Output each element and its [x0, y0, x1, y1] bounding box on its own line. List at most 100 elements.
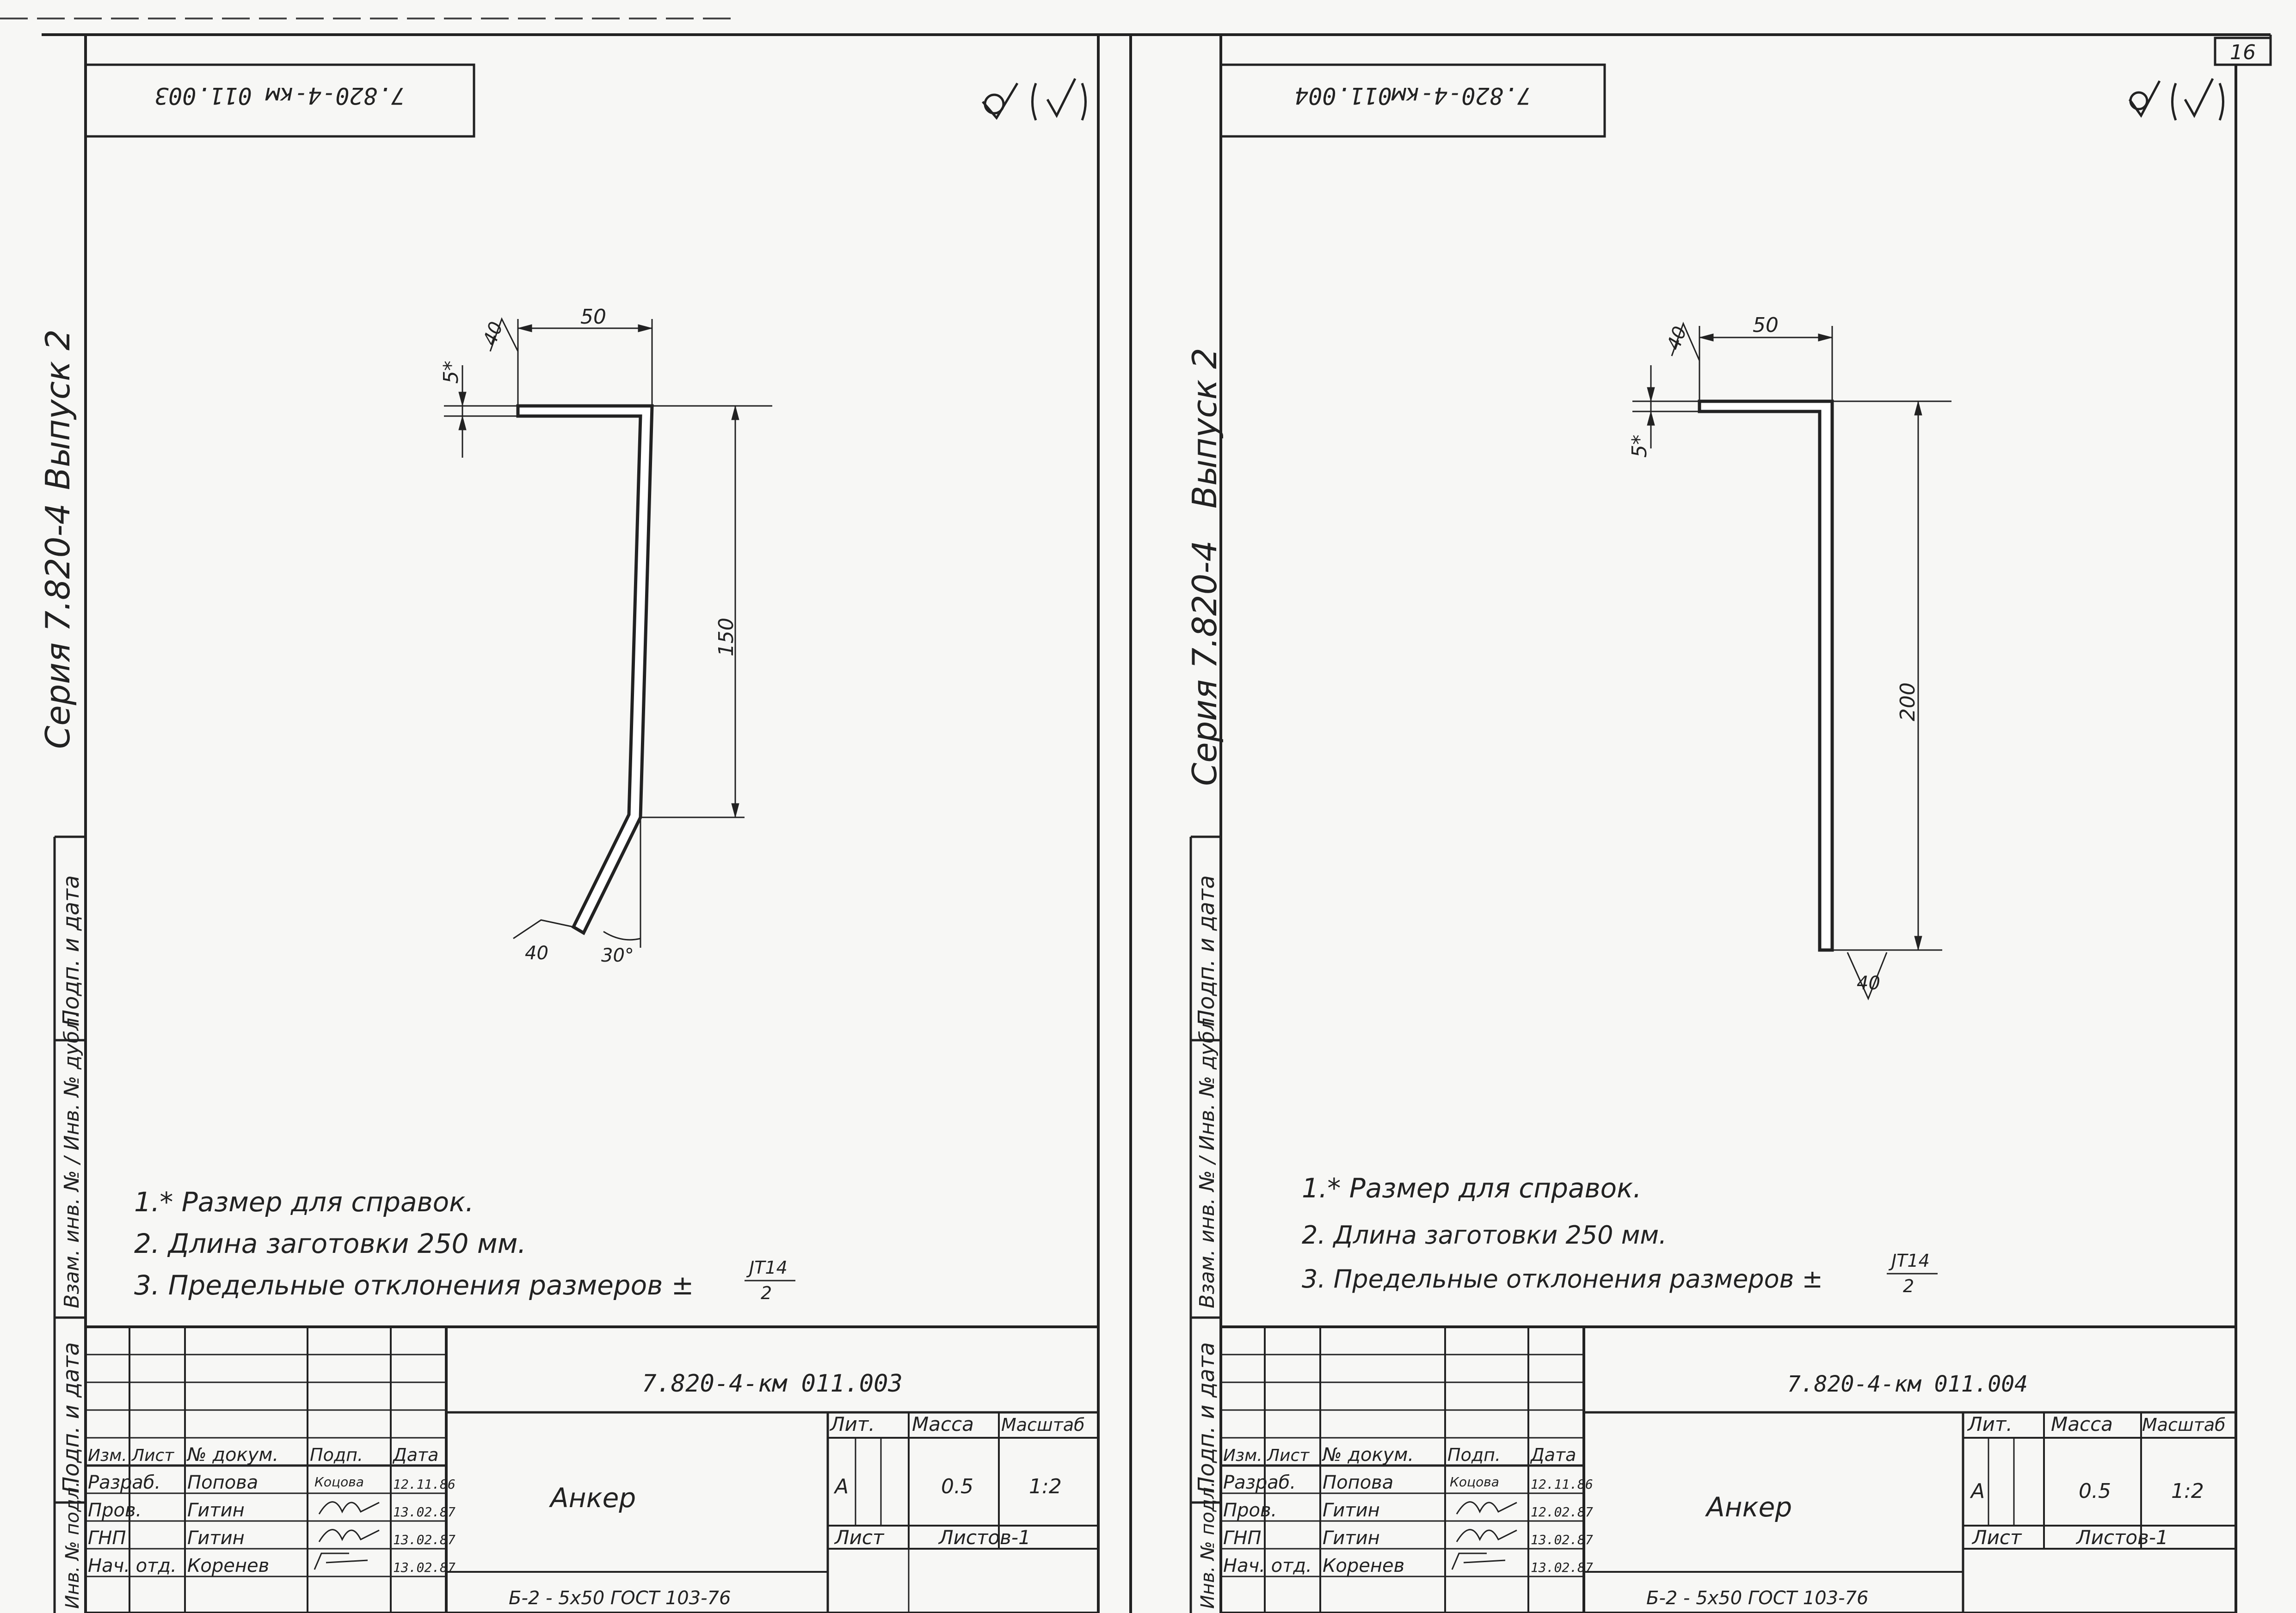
tolerance-numerator: JT14	[746, 1257, 788, 1278]
row-sign: Коцова	[314, 1474, 364, 1490]
part-name: Анкер	[548, 1482, 636, 1514]
roughness-symbol	[982, 78, 1087, 121]
tolerance-denominator: 2	[1903, 1276, 1914, 1296]
side-label-4: Инв. № подл.	[62, 1481, 83, 1609]
title-code: 7.820-4-км 011.003	[642, 1370, 903, 1398]
note-1: 1.* Размер для справок.	[1302, 1172, 1642, 1204]
col-header-docnum: № докум.	[186, 1444, 278, 1466]
roughness-symbol	[2128, 78, 2224, 121]
row-role: Нач. отд.	[88, 1555, 177, 1576]
title-code: 7.820-4-км 011.004	[1787, 1371, 2028, 1397]
side-label-3: Подп. и дата	[1194, 1342, 1219, 1493]
row-name: Попова	[187, 1472, 258, 1493]
issue-label: Выпуск 2	[38, 329, 77, 490]
row-sign: Коцова	[1450, 1474, 1499, 1490]
row-role: Нач. отд.	[1223, 1555, 1312, 1576]
title-block	[84, 1325, 1100, 1613]
mass-header: Масса	[2051, 1413, 2113, 1435]
signature-mark	[314, 1552, 368, 1570]
signature-mark	[318, 1529, 380, 1542]
lit-value: А	[833, 1475, 849, 1498]
col-header-change: Изм.	[88, 1446, 127, 1465]
row-date: 13.02.87	[393, 1504, 456, 1520]
material-spec: Б-2 - 5х50 ГОСТ 103-76	[1646, 1588, 1868, 1609]
signature-mark	[1451, 1552, 1506, 1570]
signature-mark	[318, 1501, 380, 1515]
row-role: Разраб.	[88, 1472, 160, 1493]
col-header-sheet: Лист	[1266, 1446, 1310, 1465]
note-1: 1.* Размер для справок.	[134, 1186, 474, 1218]
row-role: ГНП	[1223, 1527, 1261, 1549]
row-role: ГНП	[88, 1527, 126, 1549]
top-code: 7.820-4-км 011.003	[154, 82, 405, 109]
title-block	[1219, 1325, 2237, 1613]
row-role: Разраб.	[1223, 1472, 1296, 1493]
part-name: Анкер	[1705, 1491, 1792, 1523]
scale-header: Масштаб	[2142, 1415, 2226, 1435]
col-header-sign: Подп.	[1447, 1445, 1501, 1465]
left-sheet: 7.820-4-км 011.003 Серия 7.820-4 Выпуск …	[38, 35, 1100, 1613]
top-code: 7.820-4-км011.004	[1294, 82, 1531, 109]
row-role: Пров.	[1223, 1500, 1277, 1521]
issue-label: Выпуск 2	[1185, 348, 1224, 509]
material-spec: Б-2 - 5х50 ГОСТ 103-76	[509, 1588, 731, 1609]
row-name: Попова	[1323, 1472, 1393, 1493]
col-header-change: Изм.	[1223, 1446, 1262, 1465]
note-3: 3. Предельные отклонения размеров ±	[134, 1270, 694, 1301]
side-label-1: Подп. и дата	[58, 875, 84, 1026]
series-label: Серия 7.820-4	[1185, 540, 1224, 786]
col-header-date: Дата	[392, 1445, 438, 1465]
right-sheet: 7.820-4-км011.004 Серия 7.820-4 Выпуск 2…	[1185, 35, 2272, 1613]
lit-header: Лит.	[829, 1413, 875, 1435]
dim-top-thickness: 40	[479, 319, 507, 349]
lit-value: А	[1970, 1479, 1985, 1503]
sheet-number: 16	[2230, 41, 2256, 64]
col-header-docnum: № докум.	[1322, 1444, 1414, 1466]
mass-header: Масса	[912, 1413, 974, 1435]
row-name: Гитин	[1323, 1527, 1380, 1549]
dim-angle: 30°	[601, 945, 634, 966]
anchor-part-drawing	[1632, 321, 1951, 1000]
side-label-4: Инв. № подл.	[1197, 1481, 1219, 1609]
side-label-1: Подп. и дата	[1194, 875, 1219, 1026]
scale-header: Масштаб	[1001, 1415, 1085, 1435]
row-date: 13.02.87	[1531, 1532, 1593, 1547]
row-name: Коренев	[1323, 1555, 1404, 1576]
row-name: Гитин	[187, 1527, 245, 1549]
row-date: 12.02.87	[1531, 1504, 1593, 1520]
row-date: 13.02.87	[1531, 1560, 1593, 1575]
sheets-label: Листов-1	[2075, 1526, 2168, 1549]
col-header-sheet: Лист	[131, 1446, 174, 1465]
dim-top-length: 50	[580, 305, 606, 329]
note-2: 2. Длина заготовки 250 мм.	[134, 1228, 526, 1259]
sheet-label: Лист	[834, 1526, 885, 1549]
sheet-number-box: 16	[2214, 37, 2272, 66]
sheets-label: Листов-1	[938, 1526, 1031, 1549]
mass-value: 0.5	[941, 1475, 973, 1498]
dim-top-length: 50	[1753, 313, 1779, 337]
scale-value: 1:2	[1029, 1475, 1062, 1498]
side-label-2: Взам. инв. № / Инв. № дубл.	[1195, 1011, 1219, 1308]
dim-bottom-thickness: 40	[525, 943, 548, 964]
top-code-box	[1219, 63, 1606, 138]
row-date: 12.11.86	[393, 1477, 456, 1492]
row-date: 12.11.86	[1531, 1477, 1593, 1492]
row-name: Гитин	[1323, 1500, 1380, 1521]
row-role: Пров.	[88, 1500, 142, 1521]
dim-reference: 5*	[1628, 435, 1651, 458]
row-name: Гитин	[187, 1500, 245, 1521]
dim-vertical-length: 150	[714, 618, 738, 656]
side-label-2: Взам. инв. № / Инв. № дубл.	[60, 1011, 84, 1308]
lit-header: Лит.	[1967, 1413, 2013, 1435]
row-date: 13.02.87	[393, 1532, 456, 1547]
series-label: Серия 7.820-4	[38, 503, 77, 749]
dim-bottom-thickness: 40	[1857, 973, 1880, 994]
side-label-3: Подп. и дата	[58, 1342, 84, 1493]
row-name: Коренев	[187, 1555, 269, 1576]
col-header-sign: Подп.	[310, 1445, 363, 1465]
top-code-box	[84, 63, 475, 138]
mass-value: 0.5	[2079, 1479, 2111, 1503]
row-date: 13.02.87	[393, 1560, 456, 1575]
scale-value: 1:2	[2171, 1479, 2204, 1503]
